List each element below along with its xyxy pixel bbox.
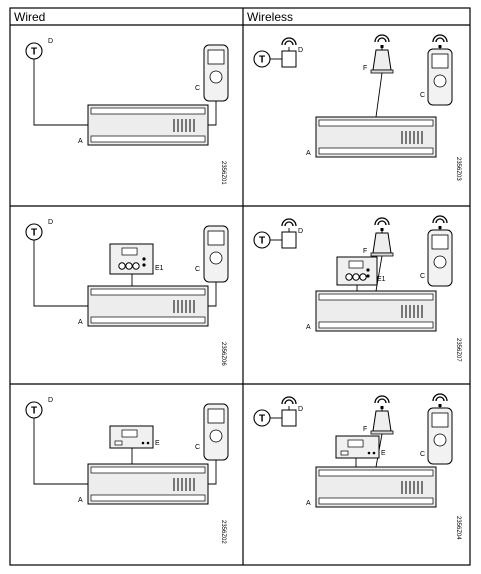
- drawing-code: 2356Z02: [220, 520, 226, 544]
- radio-waves-icon: [432, 215, 448, 224]
- label-a: A: [306, 150, 311, 157]
- wireless-diagram-row-3: A T D F C E 2356Z04: [253, 393, 461, 540]
- drawing-code: 2356Z07: [455, 338, 461, 362]
- wireless-temperature-sensor: T: [253, 231, 271, 249]
- room-unit: [109, 425, 154, 449]
- label-d: D: [298, 228, 303, 235]
- wireless-temperature-sensor: T: [253, 409, 271, 427]
- radio-receiver-unit: [370, 34, 394, 74]
- sensor-t-label: T: [31, 228, 37, 239]
- controller-unit: [315, 290, 437, 332]
- label-a: A: [306, 500, 311, 507]
- wireless-diagram-row-1: A T D F C 2356Z03: [253, 34, 461, 181]
- label-room-unit: E1: [155, 265, 164, 272]
- label-a: A: [78, 138, 83, 145]
- sensor-t-label: T: [259, 236, 265, 247]
- sensor-wire: [33, 240, 88, 307]
- label-f: F: [363, 426, 367, 433]
- handheld-operator-unit: [427, 34, 453, 106]
- handheld-operator-unit: [203, 403, 229, 461]
- label-c: C: [420, 273, 425, 280]
- wireless-temperature-sensor: T: [253, 50, 271, 68]
- label-d: D: [48, 397, 53, 404]
- sensor-t-label: T: [259, 55, 265, 66]
- header-wired: Wired: [14, 10, 45, 24]
- handheld-wire: [208, 460, 217, 485]
- radio-waves-icon: [374, 217, 390, 226]
- sensor-t-label: T: [31, 406, 37, 417]
- label-a: A: [78, 497, 83, 504]
- label-f: F: [363, 65, 367, 72]
- room-unit: [336, 256, 378, 286]
- label-c: C: [195, 85, 200, 92]
- handheld-wire: [208, 101, 217, 126]
- label-room-unit: E1: [377, 276, 386, 283]
- room-temperature-sensor: T: [25, 401, 43, 419]
- receiver-wire: [375, 72, 383, 118]
- handheld-operator-unit: [203, 44, 229, 102]
- wired-diagram-row-3: T D A C E 2356Z02: [25, 397, 229, 544]
- header-wireless: Wireless: [247, 10, 293, 24]
- label-c: C: [195, 266, 200, 273]
- controller-unit: [315, 116, 437, 158]
- table-grid: [9, 7, 471, 566]
- wired-diagram-row-1: T D A C 2356Z01: [25, 38, 229, 185]
- label-c: C: [420, 451, 425, 458]
- radio-waves-icon: [281, 218, 297, 227]
- controller-unit: [87, 104, 209, 146]
- drawing-code: 2356Z03: [455, 157, 461, 181]
- label-c: C: [195, 444, 200, 451]
- label-f: F: [363, 248, 367, 255]
- handheld-operator-unit: [427, 393, 453, 465]
- radio-waves-icon: [374, 34, 390, 43]
- radio-waves-icon: [374, 395, 390, 404]
- label-d: D: [48, 38, 53, 45]
- handheld-operator-unit: [427, 215, 453, 287]
- sensor-t-label: T: [31, 47, 37, 58]
- drawing-code: 2356Z06: [220, 342, 226, 366]
- label-d: D: [48, 219, 53, 226]
- handheld-operator-unit: [203, 225, 229, 283]
- radio-transmitter: [281, 409, 297, 427]
- controller-unit: [87, 463, 209, 505]
- room-unit: [109, 243, 154, 275]
- radio-waves-icon: [432, 34, 448, 43]
- label-room-unit: E: [155, 440, 160, 447]
- drawing-code: 2356Z04: [455, 516, 461, 540]
- sensor-wire: [33, 418, 88, 485]
- radio-receiver-unit: [370, 395, 394, 435]
- radio-transmitter: [281, 50, 297, 68]
- handheld-wire: [208, 282, 217, 307]
- drawing-code: 2356Z01: [220, 161, 226, 185]
- wireless-diagram-row-2: A T D F C E1 2356Z07: [253, 215, 461, 362]
- radio-waves-icon: [281, 396, 297, 405]
- controller-unit: [315, 466, 437, 508]
- label-d: D: [298, 406, 303, 413]
- radio-receiver-unit: [370, 217, 394, 257]
- label-a: A: [78, 319, 83, 326]
- room-temperature-sensor: T: [25, 42, 43, 60]
- radio-waves-icon: [432, 393, 448, 402]
- sensor-wire: [33, 59, 88, 126]
- sensor-t-label: T: [259, 414, 265, 425]
- radio-transmitter: [281, 231, 297, 249]
- label-c: C: [420, 92, 425, 99]
- wired-diagram-row-2: T D A C E1 2356Z06: [25, 219, 229, 366]
- radio-waves-icon: [281, 37, 297, 46]
- label-d: D: [298, 47, 303, 54]
- label-a: A: [306, 324, 311, 331]
- room-unit: [335, 435, 380, 459]
- room-temperature-sensor: T: [25, 223, 43, 241]
- controller-unit: [87, 285, 209, 327]
- label-room-unit: E: [381, 450, 386, 457]
